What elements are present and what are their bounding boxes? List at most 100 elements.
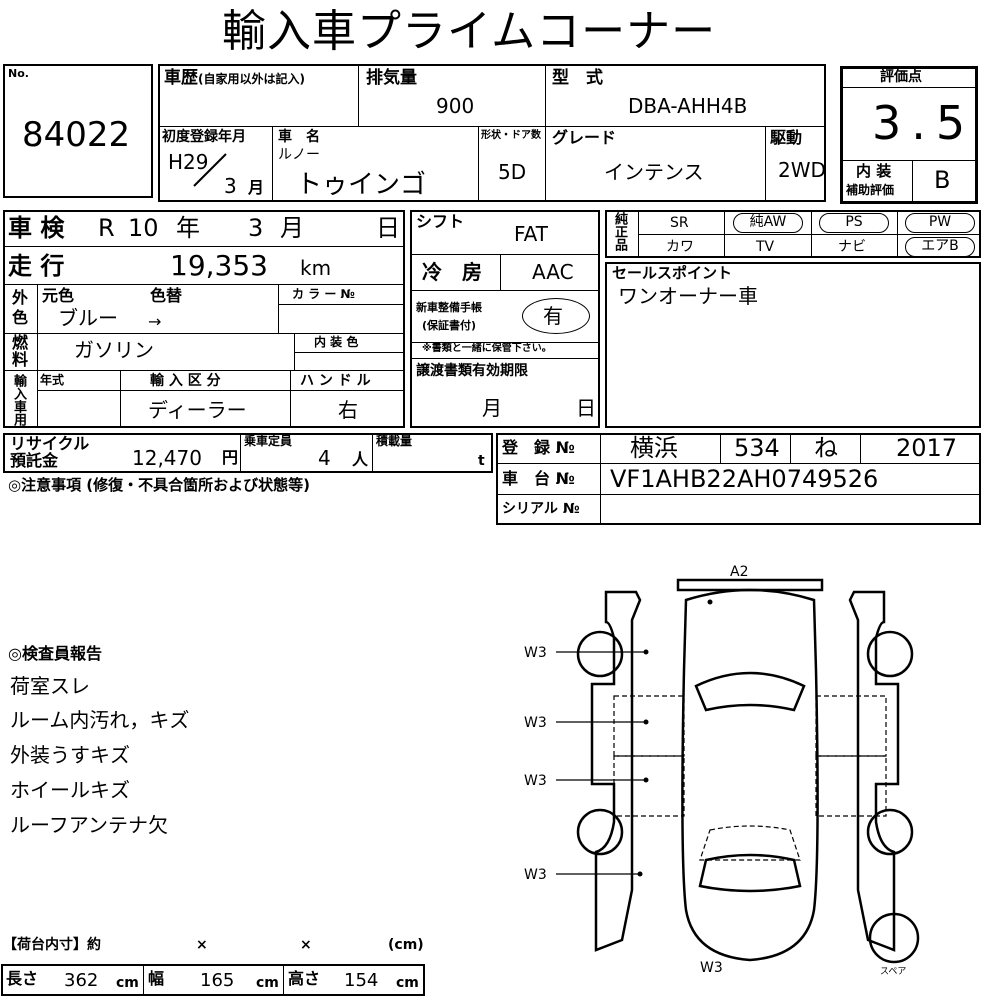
interior-color-label: 内 装 色 [314, 335, 359, 349]
lot-no-label: No. [8, 67, 29, 80]
wheel-rear-right [866, 808, 914, 856]
mileage-label: 走 行 [8, 252, 65, 280]
first-reg-year: H29 [168, 150, 209, 174]
cargo-unit: (cm) [388, 937, 424, 953]
drive-label: 駆動 [770, 128, 803, 147]
maintenance-label-2: (保証書付) [422, 319, 477, 332]
original-color-value: ブルー [58, 306, 118, 330]
load-unit: t [478, 453, 485, 469]
lot-number: 84022 [22, 115, 131, 155]
color-no-label: カ ラ ー № [292, 287, 355, 301]
wheel-front-right [866, 630, 914, 678]
maintenance-circle [522, 298, 590, 334]
inspection-mileage-block [3, 210, 405, 428]
fuel-label-2: 料 [12, 350, 29, 369]
inspector-label: ◎検査員報告 [8, 644, 102, 663]
ac-label: 冷 房 [422, 260, 482, 284]
right-side-panel [848, 590, 900, 952]
cargo-cm: cm [116, 975, 139, 991]
transfer-label: 譲渡書類有効期限 [416, 363, 528, 379]
mileage-value: 19,353 [170, 249, 268, 282]
option-tv: TV [756, 239, 775, 255]
inspection-month-unit: 月 [280, 214, 304, 242]
ac-value: AAC [532, 260, 574, 284]
recycle-value: 12,470 [132, 446, 202, 470]
import-label: 輸入車用 [11, 374, 26, 426]
first-reg-month-unit: 月 [248, 178, 265, 197]
cargo-width-label: 幅 [148, 969, 165, 988]
color-arrow: → [148, 312, 162, 331]
inspection-year: 10 [128, 214, 159, 242]
mileage-unit: km [300, 256, 332, 280]
chassis-label: 車 台 № [502, 469, 575, 488]
capacity-label: 乗車定員 [244, 434, 293, 448]
score-value: 3.5 [872, 96, 976, 150]
damage-label-w3: W3 [700, 960, 723, 976]
serial-label: シリアル № [502, 501, 580, 517]
option-navi: ナビ [838, 239, 866, 255]
registration-label: 登 録 № [502, 438, 575, 457]
capacity-unit: 人 [352, 450, 369, 469]
car-body [681, 588, 819, 962]
displacement-label: 排気量 [366, 68, 417, 88]
damage-label-w3: W3 [524, 645, 547, 661]
option-airbag: エアB [905, 237, 975, 257]
cargo-cm: cm [256, 975, 279, 991]
interior-score-sub: 補助評価 [846, 183, 895, 197]
cargo-dims-box [1, 964, 425, 996]
capacity-value: 4 [318, 446, 331, 470]
registration-area: 横浜 [630, 434, 678, 462]
option-power-windows: PW [905, 213, 975, 233]
cargo-length: 362 [64, 970, 99, 991]
vehicle-info-grid [158, 64, 826, 202]
displacement-value: 900 [436, 94, 475, 118]
drive-value: 2WD [778, 158, 826, 182]
registration-class: 534 [734, 434, 780, 462]
transfer-day-unit: 日 [576, 396, 596, 420]
right-door-rear [815, 755, 887, 817]
left-door-rear [613, 755, 685, 817]
inspection-day-unit: 日 [376, 214, 400, 242]
first-reg-label: 初度登録年月 [162, 129, 246, 145]
damage-label-w3: W3 [524, 773, 547, 789]
handle-label: ハ ン ド ル [300, 373, 371, 389]
damage-label-a2: A2 [730, 564, 748, 580]
inspection-label: 車 検 [8, 214, 65, 242]
sales-point-value: ワンオーナー車 [618, 284, 758, 308]
maintenance-label-1: 新車整備手帳 [416, 301, 482, 314]
load-label: 積載量 [376, 434, 413, 448]
inspection-era: R [98, 214, 115, 242]
cargo-height-label: 高さ [288, 969, 321, 988]
maintenance-note: ※書類と一緒に保管下さい。 [422, 343, 552, 354]
shift-label: シフト [416, 212, 465, 231]
option-leather: カワ [666, 239, 694, 255]
registration-number: 2017 [896, 434, 958, 462]
option-sr: SR [670, 215, 689, 231]
spare-label: スペア [880, 967, 906, 977]
inspector-item: ホイールキズ [10, 778, 130, 802]
model-type-value: DBA-AHH4B [628, 94, 748, 118]
front-bumper [676, 578, 824, 592]
recycle-label-1: リサイクル [10, 434, 90, 453]
interior-score-value: B [934, 166, 951, 194]
page-title: 輸入車プライムコーナー [222, 6, 717, 57]
inspector-item: 外装うすキズ [10, 743, 130, 767]
fuel-label-1: 燃 [12, 333, 29, 352]
fuel-value: ガソリン [74, 338, 154, 362]
exterior-label-1: 外 [12, 288, 29, 307]
color-change-label: 色替 [150, 286, 183, 305]
inspector-item: ルーフアンテナ欠 [10, 813, 168, 837]
wheel-front-left [576, 630, 624, 678]
import-type-label: 輸 入 区 分 [150, 373, 221, 389]
exterior-label-2: 色 [12, 308, 29, 327]
option-alloy-wheels: 純AW [733, 213, 803, 233]
model-type-label: 型 式 [552, 68, 603, 88]
wheel-rear-left [576, 808, 624, 856]
cargo-label: 【荷台内寸】約 [3, 937, 101, 953]
damage-label-w3: W3 [524, 867, 547, 883]
trunk-area [699, 825, 801, 861]
first-reg-slash [193, 153, 227, 187]
body-label: 形状・ドア数 [481, 130, 541, 141]
recycle-block [3, 433, 493, 473]
cargo-width: 165 [200, 970, 235, 991]
